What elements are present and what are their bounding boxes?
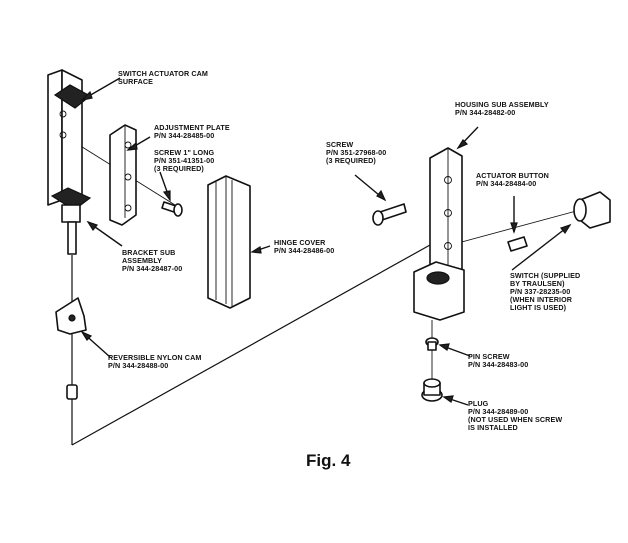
label-line: ADJUSTMENT PLATE <box>154 123 230 132</box>
label-line: P/N 344-28482-00 <box>455 108 516 117</box>
screw-1-inch <box>161 201 183 217</box>
label-line: P/N 351-27968-00 <box>326 148 387 157</box>
label-line: SWITCH ACTUATOR CAM <box>118 69 209 78</box>
label-line: HINGE COVER <box>274 238 326 247</box>
label-line: HOUSING SUB ASSEMBLY <box>455 100 549 109</box>
label-line: P/N 344-28483-00 <box>468 360 529 369</box>
label-line: P/N 344-28485-00 <box>154 131 215 140</box>
label-line: (3 REQUIRED) <box>154 164 204 173</box>
hinge-cover <box>207 175 251 309</box>
label-housing-sub-assembly: HOUSING SUB ASSEMBLY P/N 344-28482-00 <box>455 101 549 117</box>
label-line: PLUG <box>468 399 489 408</box>
label-line: SURFACE <box>118 77 154 86</box>
leader-arrows <box>80 77 572 406</box>
label-line: ACTUATOR BUTTON <box>476 171 549 180</box>
figure-caption: Fig. 4 <box>306 451 351 470</box>
plug <box>421 378 443 402</box>
label-bracket-sub-assembly: BRACKET SUB ASSEMBLY P/N 344-28487-00 <box>122 249 182 273</box>
label-line: REVERSIBLE NYLON CAM <box>108 353 202 362</box>
label-line: ASSEMBLY <box>122 256 163 265</box>
label-screw: SCREW P/N 351-27968-00 (3 REQUIRED) <box>326 141 386 165</box>
label-line: IS INSTALLED <box>468 423 518 432</box>
reversible-nylon-cam <box>55 297 87 335</box>
label-line: PIN SCREW <box>468 352 510 361</box>
housing-screw <box>372 203 407 226</box>
label-screw-1-inch: SCREW 1" LONG P/N 351-41351-00 (3 REQUIR… <box>154 149 214 173</box>
label-line: SCREW 1" LONG <box>154 148 215 157</box>
label-line: P/N 344-28486-00 <box>274 246 335 255</box>
left-bushing <box>66 384 78 400</box>
actuator-button <box>507 236 528 252</box>
label-line: P/N 344-28487-00 <box>122 264 183 273</box>
pin-screw <box>425 337 439 351</box>
label-line: P/N 337-28235-00 <box>510 287 571 296</box>
label-switch: SWITCH (SUPPLIED BY TRAULSEN) P/N 337-28… <box>510 272 580 312</box>
label-switch-actuator-cam: SWITCH ACTUATOR CAM SURFACE <box>118 70 208 86</box>
label-pin-screw: PIN SCREW P/N 344-28483-00 <box>468 353 528 369</box>
label-line: P/N 351-41351-00 <box>154 156 215 165</box>
label-line: BRACKET SUB <box>122 248 176 257</box>
label-line: P/N 344-28489-00 <box>468 407 529 416</box>
label-line: (NOT USED WHEN SCREW <box>468 415 563 424</box>
bracket-sub-assembly <box>47 69 92 255</box>
adjustment-plate <box>109 124 137 226</box>
label-line: P/N 344-28488-00 <box>108 361 169 370</box>
switch <box>573 191 611 229</box>
label-reversible-nylon-cam: REVERSIBLE NYLON CAM P/N 344-28488-00 <box>108 354 201 370</box>
label-hinge-cover: HINGE COVER P/N 344-28486-00 <box>274 239 334 255</box>
label-line: LIGHT IS USED) <box>510 303 567 312</box>
housing-sub-assembly <box>413 147 465 321</box>
label-line: (3 REQUIRED) <box>326 156 376 165</box>
label-line: (WHEN INTERIOR <box>510 295 573 304</box>
label-line: BY TRAULSEN) <box>510 279 565 288</box>
label-line: SWITCH (SUPPLIED <box>510 271 581 280</box>
label-actuator-button: ACTUATOR BUTTON P/N 344-28484-00 <box>476 172 549 188</box>
label-line: SCREW <box>326 140 354 149</box>
label-adjustment-plate: ADJUSTMENT PLATE P/N 344-28485-00 <box>154 124 230 140</box>
label-plug: PLUG P/N 344-28489-00 (NOT USED WHEN SCR… <box>468 400 562 432</box>
label-line: P/N 344-28484-00 <box>476 179 537 188</box>
